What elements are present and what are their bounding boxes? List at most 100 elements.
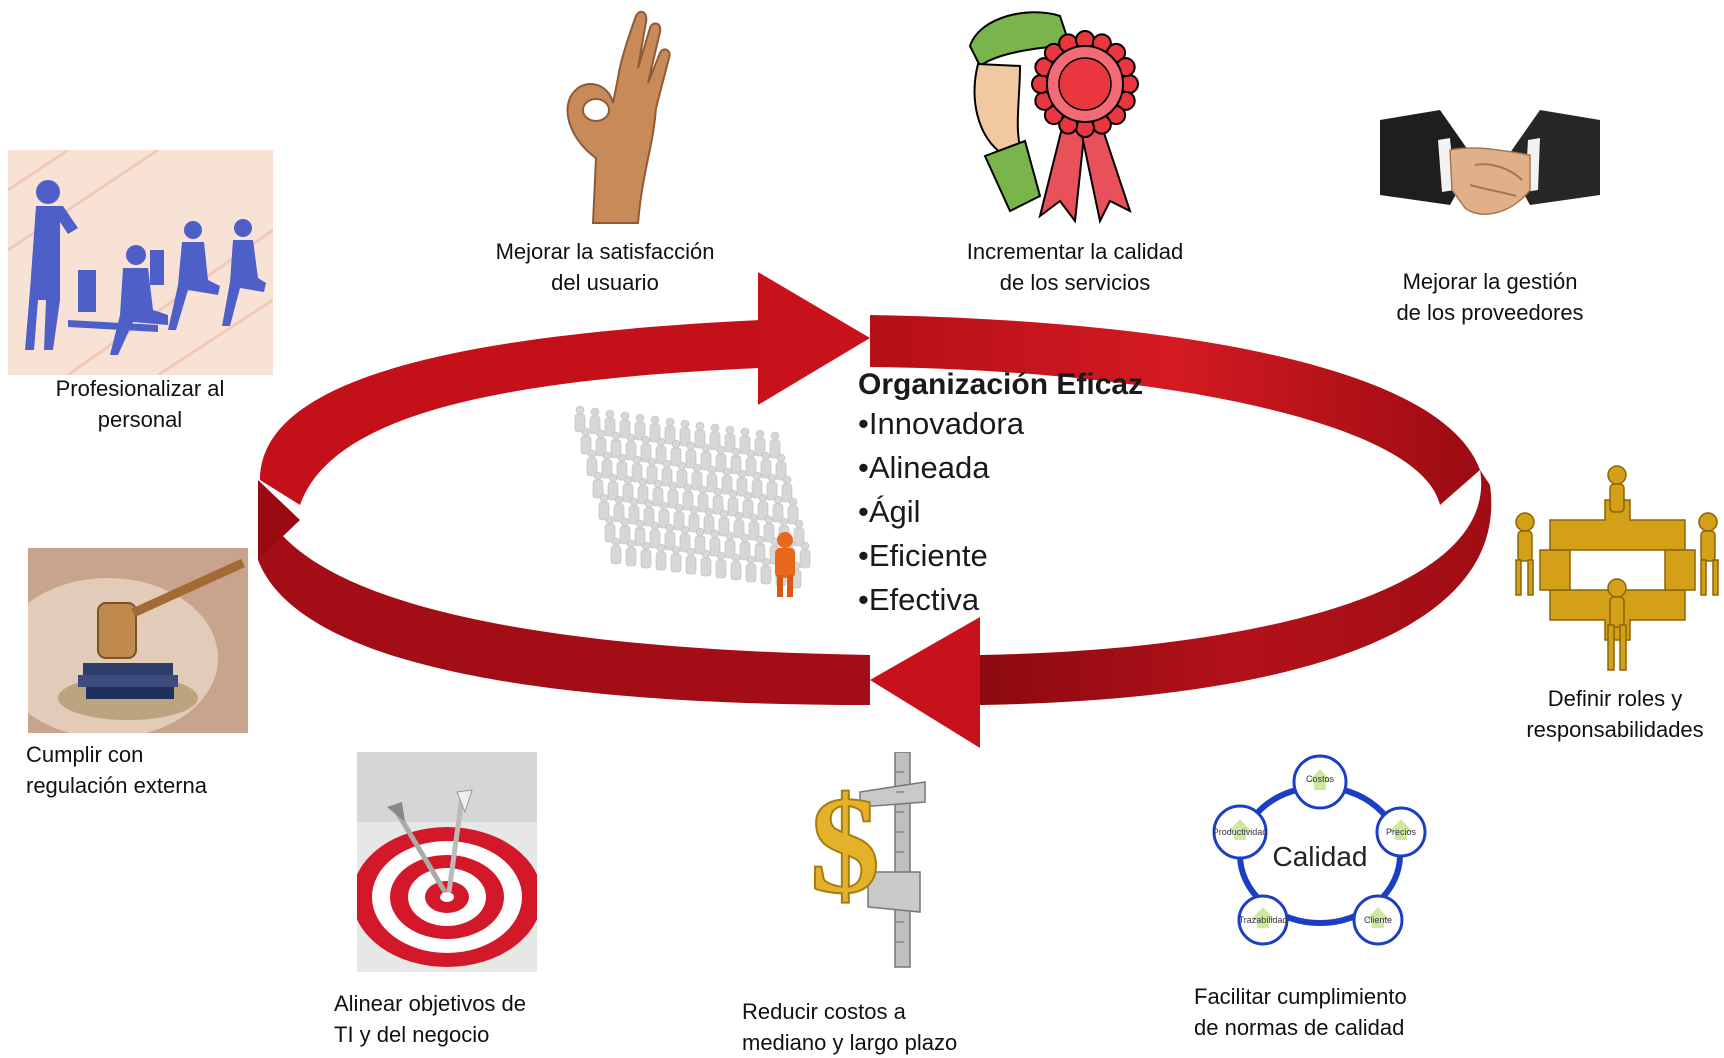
crowd-person-body bbox=[598, 501, 610, 521]
crowd-person-head bbox=[710, 529, 720, 539]
crowd-person-body bbox=[760, 459, 772, 479]
crowd-person-head bbox=[710, 423, 720, 433]
crowd-person-body bbox=[757, 501, 769, 521]
crowd-person-head bbox=[794, 519, 804, 529]
crowd-person-head bbox=[686, 441, 696, 451]
crowd-person-body bbox=[742, 499, 754, 519]
quality-item: •Ágil bbox=[858, 494, 921, 529]
calidad-node: Trazabilidad bbox=[1237, 894, 1289, 946]
cycle-band-bottom-left bbox=[258, 500, 870, 705]
crowd-person-head bbox=[626, 539, 636, 549]
crowd-person-head bbox=[746, 555, 756, 565]
gavel-books-icon bbox=[28, 548, 248, 733]
crowd-person-body bbox=[754, 543, 766, 563]
crowd-person-body bbox=[619, 525, 631, 545]
label-alinear: Alinear objetivos de TI y del negocio bbox=[334, 991, 527, 1047]
crowd-person-head bbox=[761, 451, 771, 461]
crowd-person-head bbox=[698, 485, 708, 495]
crowd-person-head bbox=[623, 475, 633, 485]
crowd-person-body bbox=[739, 435, 751, 455]
crowd-person-body bbox=[775, 461, 787, 481]
crowd-person-head bbox=[713, 487, 723, 497]
crowd-person-head bbox=[635, 519, 645, 529]
crowd-person-head bbox=[782, 475, 792, 485]
label-regulacion: Cumplir con regulación externa bbox=[26, 742, 208, 798]
organization-title: Organización Eficaz bbox=[858, 368, 1144, 401]
crowd-person-head bbox=[620, 411, 630, 421]
crowd-person-head bbox=[731, 447, 741, 457]
label-normas: Facilitar cumplimiento de normas de cali… bbox=[1194, 984, 1407, 1040]
crowd-person-head bbox=[665, 417, 675, 427]
crowd-person-body bbox=[679, 427, 691, 447]
label-roles: Definir roles y responsabilidades bbox=[1526, 686, 1704, 742]
crowd-person-head bbox=[638, 477, 648, 487]
ok-hand-icon bbox=[566, 10, 671, 224]
crowd-person-body bbox=[772, 503, 784, 523]
crowd-person-head bbox=[647, 457, 657, 467]
crowd-person-body bbox=[715, 559, 727, 579]
svg-text:Precios: Precios bbox=[1386, 827, 1417, 837]
crowd-person-head bbox=[740, 533, 750, 543]
quality-item: •Efectiva bbox=[858, 582, 980, 617]
crowd-person-body bbox=[664, 531, 676, 551]
crowd-person-body bbox=[589, 415, 601, 435]
crowd-person-body bbox=[604, 417, 616, 437]
crowd-person-head bbox=[701, 549, 711, 559]
crowd-person-body bbox=[760, 565, 772, 585]
crowd-person-body bbox=[769, 439, 781, 459]
crowd-person-head bbox=[659, 501, 669, 511]
crowd-person-body bbox=[724, 433, 736, 453]
crowd-person-head bbox=[662, 459, 672, 469]
crowd-person-body bbox=[697, 493, 709, 513]
crowd-person-body bbox=[658, 509, 670, 529]
crowd-person-body bbox=[607, 481, 619, 501]
crowd-person-body bbox=[766, 481, 778, 501]
crowd-person-head bbox=[650, 415, 660, 425]
crowd-person-body bbox=[793, 527, 805, 547]
crowd-person-body bbox=[700, 451, 712, 471]
svg-text:Costos: Costos bbox=[1306, 774, 1335, 784]
crowd-person-head bbox=[719, 509, 729, 519]
crowd-person-body bbox=[595, 437, 607, 457]
crowd-person-body bbox=[730, 455, 742, 475]
crowd-person-body bbox=[688, 513, 700, 533]
crowd-person-body bbox=[646, 465, 658, 485]
svg-text:$: $ bbox=[810, 768, 880, 923]
calidad-node: Precios bbox=[1375, 806, 1427, 858]
crowd-person-head bbox=[644, 499, 654, 509]
crowd-person-head bbox=[725, 425, 735, 435]
crowd-person-head bbox=[692, 463, 702, 473]
crowd-person-head bbox=[728, 489, 738, 499]
crowd-person-body bbox=[664, 425, 676, 445]
svg-text:Trazabilidad: Trazabilidad bbox=[1239, 915, 1288, 925]
crowd-person-body bbox=[763, 523, 775, 543]
svg-text:Cliente: Cliente bbox=[1364, 915, 1392, 925]
crowd-person-head bbox=[635, 413, 645, 423]
crowd-person-body bbox=[748, 521, 760, 541]
crowd-person-body bbox=[667, 489, 679, 509]
crowd-person-head bbox=[731, 553, 741, 563]
crowd-person-head bbox=[689, 505, 699, 515]
crowd-person-head bbox=[704, 507, 714, 517]
calidad-node: Productividad bbox=[1212, 804, 1268, 860]
crowd-person-body bbox=[724, 539, 736, 559]
crowd-person-head bbox=[611, 431, 621, 441]
crowd-person-body bbox=[694, 429, 706, 449]
quality-item: •Innovadora bbox=[858, 406, 1024, 441]
gold-puzzle-people-icon bbox=[1515, 465, 1719, 671]
crowd-person-head bbox=[800, 541, 810, 551]
crowd-person-body bbox=[703, 515, 715, 535]
crowd-person-body bbox=[721, 475, 733, 495]
crowd-person-head bbox=[605, 515, 615, 525]
crowd-person-body bbox=[643, 507, 655, 527]
crowd-person-head bbox=[587, 449, 597, 459]
crowd-person-head bbox=[671, 545, 681, 555]
crowd-person-head bbox=[614, 495, 624, 505]
crowd-person-body bbox=[712, 495, 724, 515]
crowd-person-body bbox=[601, 459, 613, 479]
crowd-person-head bbox=[740, 427, 750, 437]
crowd-person-body bbox=[634, 527, 646, 547]
quality-item: •Eficiente bbox=[858, 538, 988, 573]
crowd-person-head bbox=[632, 455, 642, 465]
crowd-person-head bbox=[701, 443, 711, 453]
